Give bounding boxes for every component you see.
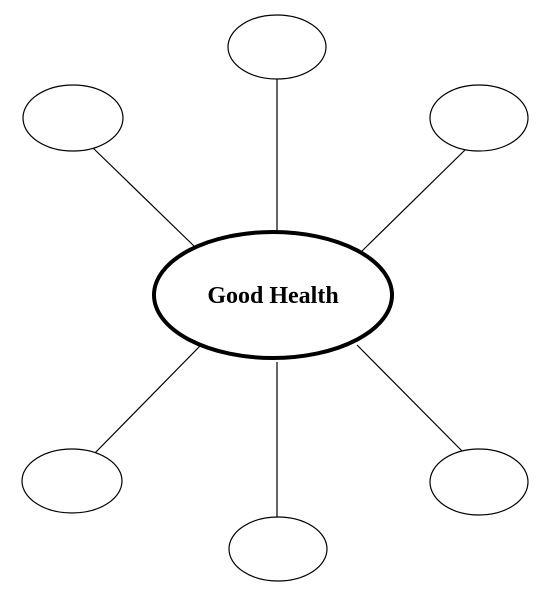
center-node[interactable]: Good Health [152, 230, 394, 360]
center-node-label: Good Health [207, 283, 338, 309]
connector-lines [91, 79, 467, 518]
connector-lower-right [356, 344, 466, 455]
outer-node-upper-right[interactable] [429, 84, 529, 152]
outer-node-bottom[interactable] [228, 516, 328, 582]
outer-node-top[interactable] [227, 14, 327, 80]
outer-node-lower-right[interactable] [429, 448, 529, 516]
connector-upper-right [361, 148, 467, 252]
outer-nodes [21, 14, 529, 582]
outer-node-lower-left[interactable] [21, 448, 123, 514]
connector-lower-left [91, 345, 201, 457]
connector-upper-left [91, 146, 196, 248]
outer-node-upper-left[interactable] [22, 84, 124, 152]
